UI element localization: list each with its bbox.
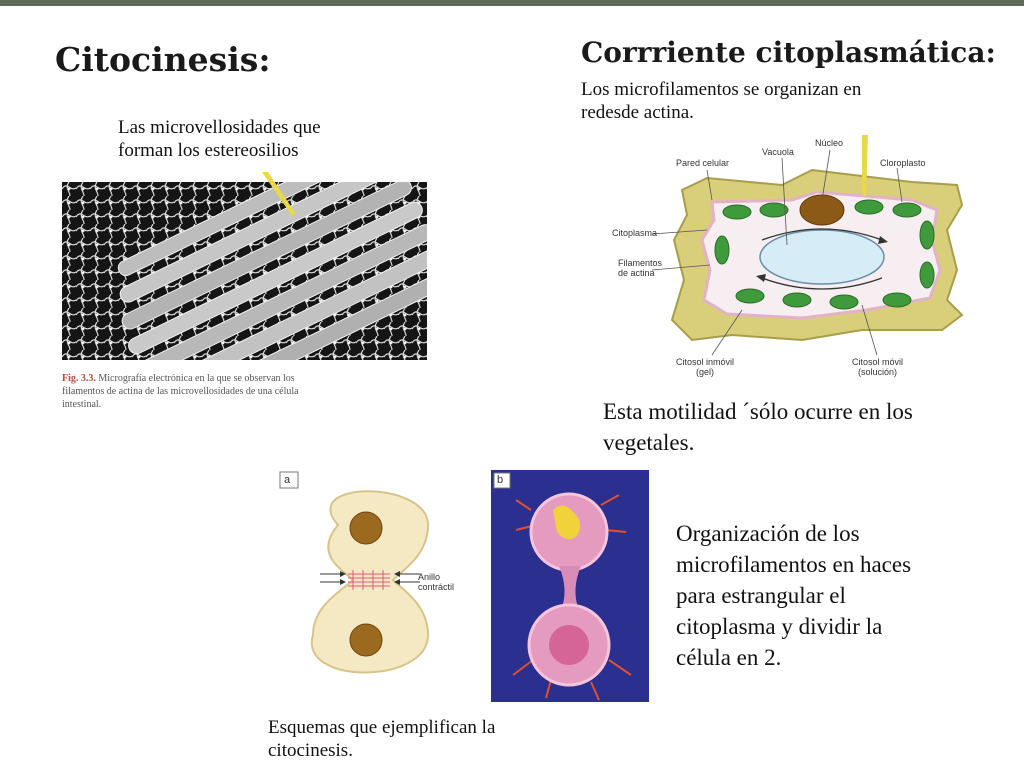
label-citoplasma: Citoplasma: [612, 228, 658, 238]
plant-cell-diagram: Pared celular Vacuola Núcleo Cloroplasto…: [612, 130, 992, 385]
corriente-title: Corrriente citoplasmática:: [581, 36, 996, 69]
panel-b-micrograph: b: [491, 470, 649, 702]
citocinesis-title: Citocinesis:: [55, 40, 271, 79]
motility-note: Esta motilidad ´sólo ocurre en los veget…: [603, 399, 913, 455]
corriente-description: Los microfilamentos se organizan en rede…: [581, 79, 862, 123]
label-citosol-inmovil: Citosol inmóvil (gel): [676, 357, 735, 377]
label-citosol-movil: Citosol móvil (solución): [852, 357, 904, 377]
label-pared-celular: Pared celular: [676, 158, 730, 168]
cytokinesis-caption: Esquemas que ejemplifican la citocinesis…: [268, 717, 496, 761]
label-filamentos-actina: Filamentos de actina: [618, 258, 663, 278]
top-accent-bar: [0, 0, 1024, 6]
panel-a-letter: a: [284, 474, 291, 486]
electron-micrograph: [62, 182, 427, 360]
label-cloroplasto: Cloroplasto: [880, 158, 926, 168]
microvilli-caption: Las microvellosidades que forman los est…: [118, 117, 321, 161]
figure-caption: Fig. 3.3. Micrografía electrónica en la …: [62, 373, 299, 410]
plant-cell-svg: [651, 135, 964, 356]
panel-a-schematic: a Anillo contráctil: [278, 470, 478, 695]
pointer-line: [262, 172, 296, 216]
micrograph-image: [62, 182, 427, 360]
panel-a-svg: [279, 471, 430, 674]
organization-note: Organización de los microfilamentos en h…: [676, 521, 912, 670]
panel-b-svg: [491, 470, 649, 702]
label-vacuola: Vacuola: [762, 147, 794, 157]
panel-b-letter: b: [497, 474, 504, 486]
label-nucleo: Núcleo: [815, 138, 844, 148]
contractile-ring-label: Anillo contráctil: [418, 572, 455, 592]
